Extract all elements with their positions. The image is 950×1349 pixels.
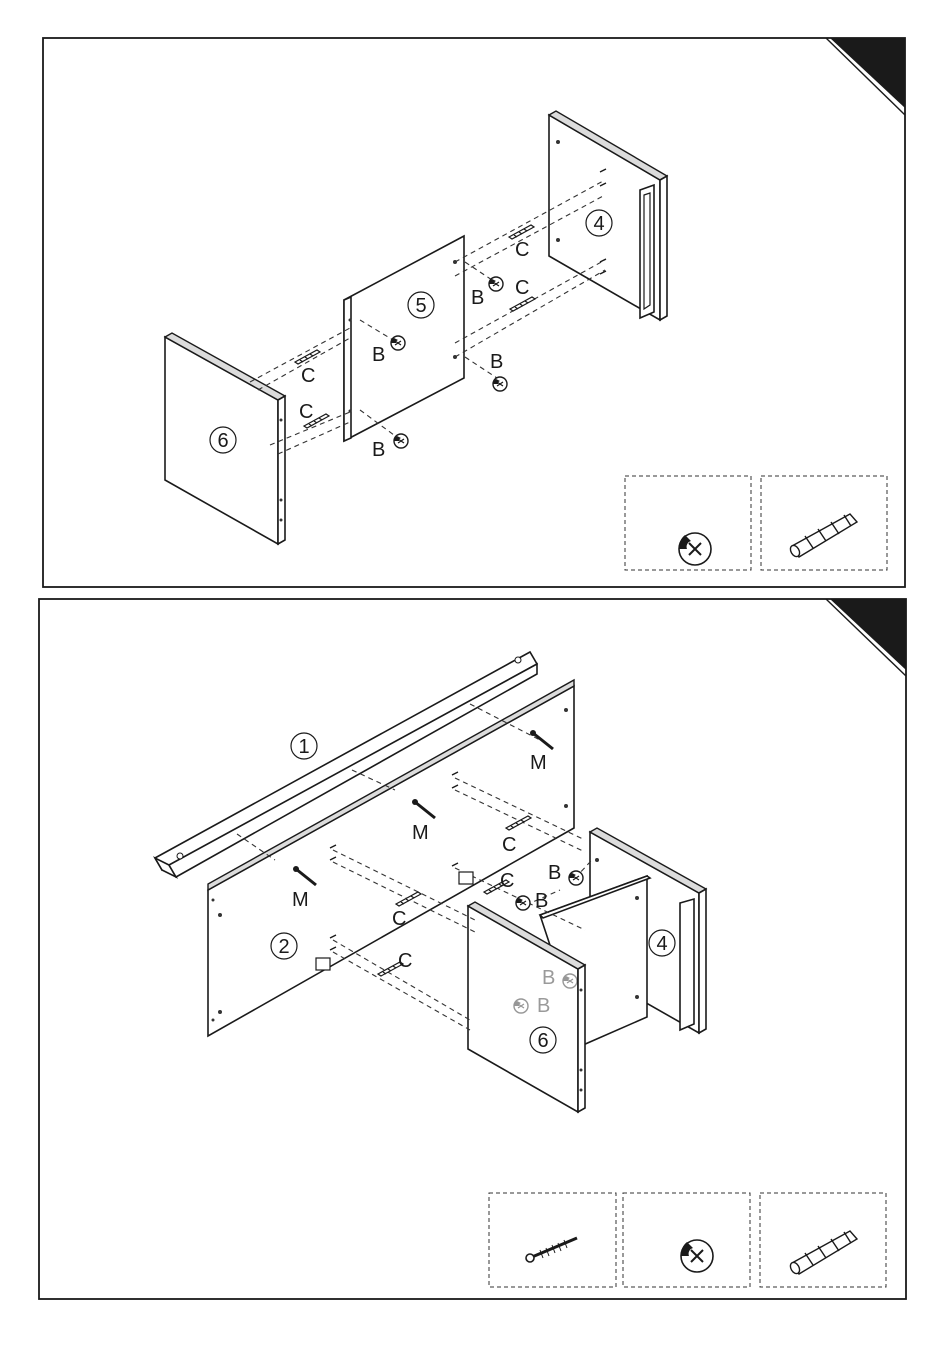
step1-label-c: C bbox=[301, 365, 315, 387]
step2-cam-b1 bbox=[569, 871, 583, 885]
step1-label-b: B bbox=[372, 344, 385, 366]
step1-part4-label: 4 bbox=[586, 210, 612, 236]
step2-label-b-ghost: B bbox=[537, 995, 550, 1017]
svg-text:6: 6 bbox=[537, 1030, 548, 1052]
step2-label-c: C bbox=[500, 870, 514, 892]
step2-hardware-box-cam bbox=[623, 1193, 750, 1287]
step1-hardware-box-dowel bbox=[761, 476, 887, 570]
step1-cam-b1 bbox=[391, 336, 405, 350]
step1-corner-marker bbox=[830, 38, 905, 108]
step2-part6-label: 6 bbox=[530, 1027, 556, 1053]
step2-cam-b2 bbox=[516, 896, 530, 910]
step1-dowel-c4 bbox=[510, 297, 535, 311]
step2-hardware-box-screw bbox=[489, 1193, 616, 1287]
step1-label-c: C bbox=[299, 401, 313, 423]
step2-label-b: B bbox=[535, 890, 548, 912]
step2-part4-label: 4 bbox=[649, 930, 675, 956]
step1-label-b: B bbox=[471, 287, 484, 309]
svg-text:6: 6 bbox=[217, 430, 228, 452]
step1-part6-label: 6 bbox=[210, 427, 236, 453]
svg-text:4: 4 bbox=[656, 933, 667, 955]
step1-hardware-box-cam bbox=[625, 476, 751, 570]
step2-label-m: M bbox=[412, 822, 429, 844]
step2-label-c: C bbox=[502, 834, 516, 856]
step1-frame bbox=[43, 38, 905, 587]
step2-label-m: M bbox=[292, 889, 309, 911]
step2-label-c: C bbox=[392, 908, 406, 930]
step1-part5-label: 5 bbox=[408, 292, 434, 318]
step2-part1-label: 1 bbox=[291, 733, 317, 759]
svg-text:4: 4 bbox=[593, 213, 604, 235]
step2-part2-label: 2 bbox=[271, 933, 297, 959]
step2-label-b-ghost: B bbox=[542, 967, 555, 989]
step2-corner-marker bbox=[830, 599, 906, 670]
step1-cam-b3 bbox=[489, 277, 503, 291]
step1-cam-b4 bbox=[493, 377, 507, 391]
svg-text:5: 5 bbox=[415, 295, 426, 317]
step2-label-m: M bbox=[530, 752, 547, 774]
step2-label-c: C bbox=[398, 950, 412, 972]
step2-hardware-box-dowel bbox=[760, 1193, 886, 1287]
step1-label-c: C bbox=[515, 239, 529, 261]
svg-text:2: 2 bbox=[278, 936, 289, 958]
step1-label-b: B bbox=[490, 351, 503, 373]
svg-text:1: 1 bbox=[298, 736, 309, 758]
step2-label-b: B bbox=[548, 862, 561, 884]
step1-label-b: B bbox=[372, 439, 385, 461]
step1-dowel-c3 bbox=[509, 225, 534, 239]
step1-cam-b2 bbox=[394, 434, 408, 448]
step1-label-c: C bbox=[515, 277, 529, 299]
